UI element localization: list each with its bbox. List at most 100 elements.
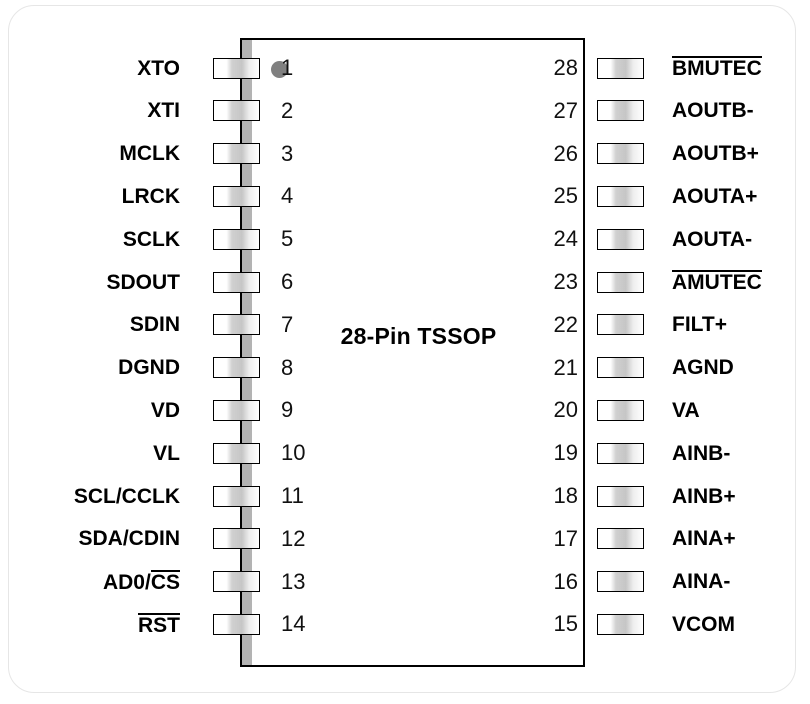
pin-lead-17 xyxy=(597,528,644,550)
pin-lead-24 xyxy=(597,228,644,250)
pin-row-11: SCL/CCLK 11 xyxy=(20,483,582,509)
pin-row-6: SDOUT 6 xyxy=(20,269,582,295)
pin-row-18: 18 AINB+ xyxy=(500,483,790,509)
pin-label-15: VCOM xyxy=(672,612,735,636)
pin-row-21: 21 AGND xyxy=(500,355,790,381)
pin-number-9: 9 xyxy=(281,397,294,423)
pin-lead-2 xyxy=(213,100,260,122)
pin-row-4: LRCK 4 xyxy=(20,183,582,209)
pin-lead-14 xyxy=(213,613,260,635)
pin-lead-11 xyxy=(213,485,260,507)
pin-lead-20 xyxy=(597,399,644,421)
pin-lead-4 xyxy=(213,185,260,207)
pin-number-13: 13 xyxy=(281,568,306,594)
pin-number-1: 1 xyxy=(281,55,294,80)
pin-lead-3 xyxy=(213,143,260,165)
pin-lead-6 xyxy=(213,271,260,293)
pin-number-27: 27 xyxy=(553,97,578,123)
pin-label-23: AMUTEC xyxy=(672,270,762,295)
pin-lead-13 xyxy=(213,571,260,593)
pin-row-26: 26 AOUTB+ xyxy=(500,141,790,167)
pin-label-5: SCLK xyxy=(122,227,180,251)
pin-row-15: 15 VCOM xyxy=(500,611,790,637)
pin-number-28: 28 xyxy=(553,55,578,80)
pin-label-26: AOUTB+ xyxy=(672,142,759,166)
pin-number-6: 6 xyxy=(281,269,294,294)
pin-label-18: AINB+ xyxy=(672,484,736,508)
pin-lead-25 xyxy=(597,185,644,207)
pin-row-3: MCLK 3 xyxy=(20,141,582,167)
pin-lead-7 xyxy=(213,314,260,336)
pin-label-25: AOUTA+ xyxy=(672,184,758,208)
pin-lead-18 xyxy=(597,485,644,507)
pin-number-11: 11 xyxy=(281,483,304,508)
pin-row-13: AD0/CS 13 xyxy=(20,569,582,595)
pin-number-25: 25 xyxy=(553,183,578,209)
pin-row-28: 28 BMUTEC xyxy=(500,55,790,81)
pin-number-18: 18 xyxy=(553,483,578,508)
pin-lead-10 xyxy=(213,442,260,464)
pin-number-5: 5 xyxy=(281,226,294,252)
pin-row-5: SCLK 5 xyxy=(20,226,582,252)
pin-lead-28 xyxy=(597,57,644,79)
pin-label-9: VD xyxy=(150,398,180,422)
pin-number-22: 22 xyxy=(553,311,578,337)
pin-row-23: 23 AMUTEC xyxy=(500,269,790,295)
pin-label-12: SDA/CDIN xyxy=(78,527,180,551)
pin-label-3: MCLK xyxy=(119,142,180,166)
pin-label-7: SDIN xyxy=(129,313,180,337)
pin-number-16: 16 xyxy=(553,568,578,594)
pin-lead-1 xyxy=(213,57,260,79)
pin-number-26: 26 xyxy=(553,140,578,166)
pin-lead-27 xyxy=(597,100,644,122)
pin-row-12: SDA/CDIN 12 xyxy=(20,526,582,552)
pin-number-21: 21 xyxy=(553,354,578,380)
pin-lead-26 xyxy=(597,143,644,165)
pin-number-10: 10 xyxy=(281,440,306,466)
pin-number-19: 19 xyxy=(553,440,578,466)
pin-lead-19 xyxy=(597,442,644,464)
pin-number-7: 7 xyxy=(281,311,294,337)
pin-lead-9 xyxy=(213,399,260,421)
pin-label-20: VA xyxy=(672,398,700,422)
pin-label-28: BMUTEC xyxy=(672,56,762,81)
pin-label-17: AINA+ xyxy=(672,527,736,551)
pin-lead-12 xyxy=(213,528,260,550)
pin-label-16: AINA- xyxy=(672,570,731,594)
pin-row-25: 25 AOUTA+ xyxy=(500,183,790,209)
pin-label-6: SDOUT xyxy=(106,270,181,294)
pin-label-14: RST xyxy=(138,612,180,637)
pin-number-2: 2 xyxy=(281,97,294,123)
pin-lead-23 xyxy=(597,271,644,293)
pin-label-13: AD0/CS xyxy=(102,569,180,594)
pin-number-3: 3 xyxy=(281,140,294,166)
pin-row-9: VD 9 xyxy=(20,397,582,423)
pin-number-20: 20 xyxy=(553,397,578,423)
pin-number-4: 4 xyxy=(281,183,294,209)
pin-number-14: 14 xyxy=(281,611,306,637)
pin-row-2: XTI 2 xyxy=(20,98,582,124)
pin-number-12: 12 xyxy=(281,525,306,551)
pin-lead-15 xyxy=(597,613,644,635)
pin-lead-16 xyxy=(597,571,644,593)
pin-number-15: 15 xyxy=(553,611,578,637)
pin-row-16: 16 AINA- xyxy=(500,569,790,595)
pin-label-4: LRCK xyxy=(121,184,180,208)
pin-label-19: AINB- xyxy=(672,441,731,465)
pin-label-2: XTI xyxy=(147,99,180,123)
pin-lead-21 xyxy=(597,357,644,379)
pin-label-21: AGND xyxy=(672,356,734,380)
pin-lead-8 xyxy=(213,357,260,379)
pin-number-23: 23 xyxy=(553,269,578,294)
pin-label-11: SCL/CCLK xyxy=(73,484,180,508)
pin-row-19: 19 AINB- xyxy=(500,440,790,466)
pin-lead-22 xyxy=(597,314,644,336)
